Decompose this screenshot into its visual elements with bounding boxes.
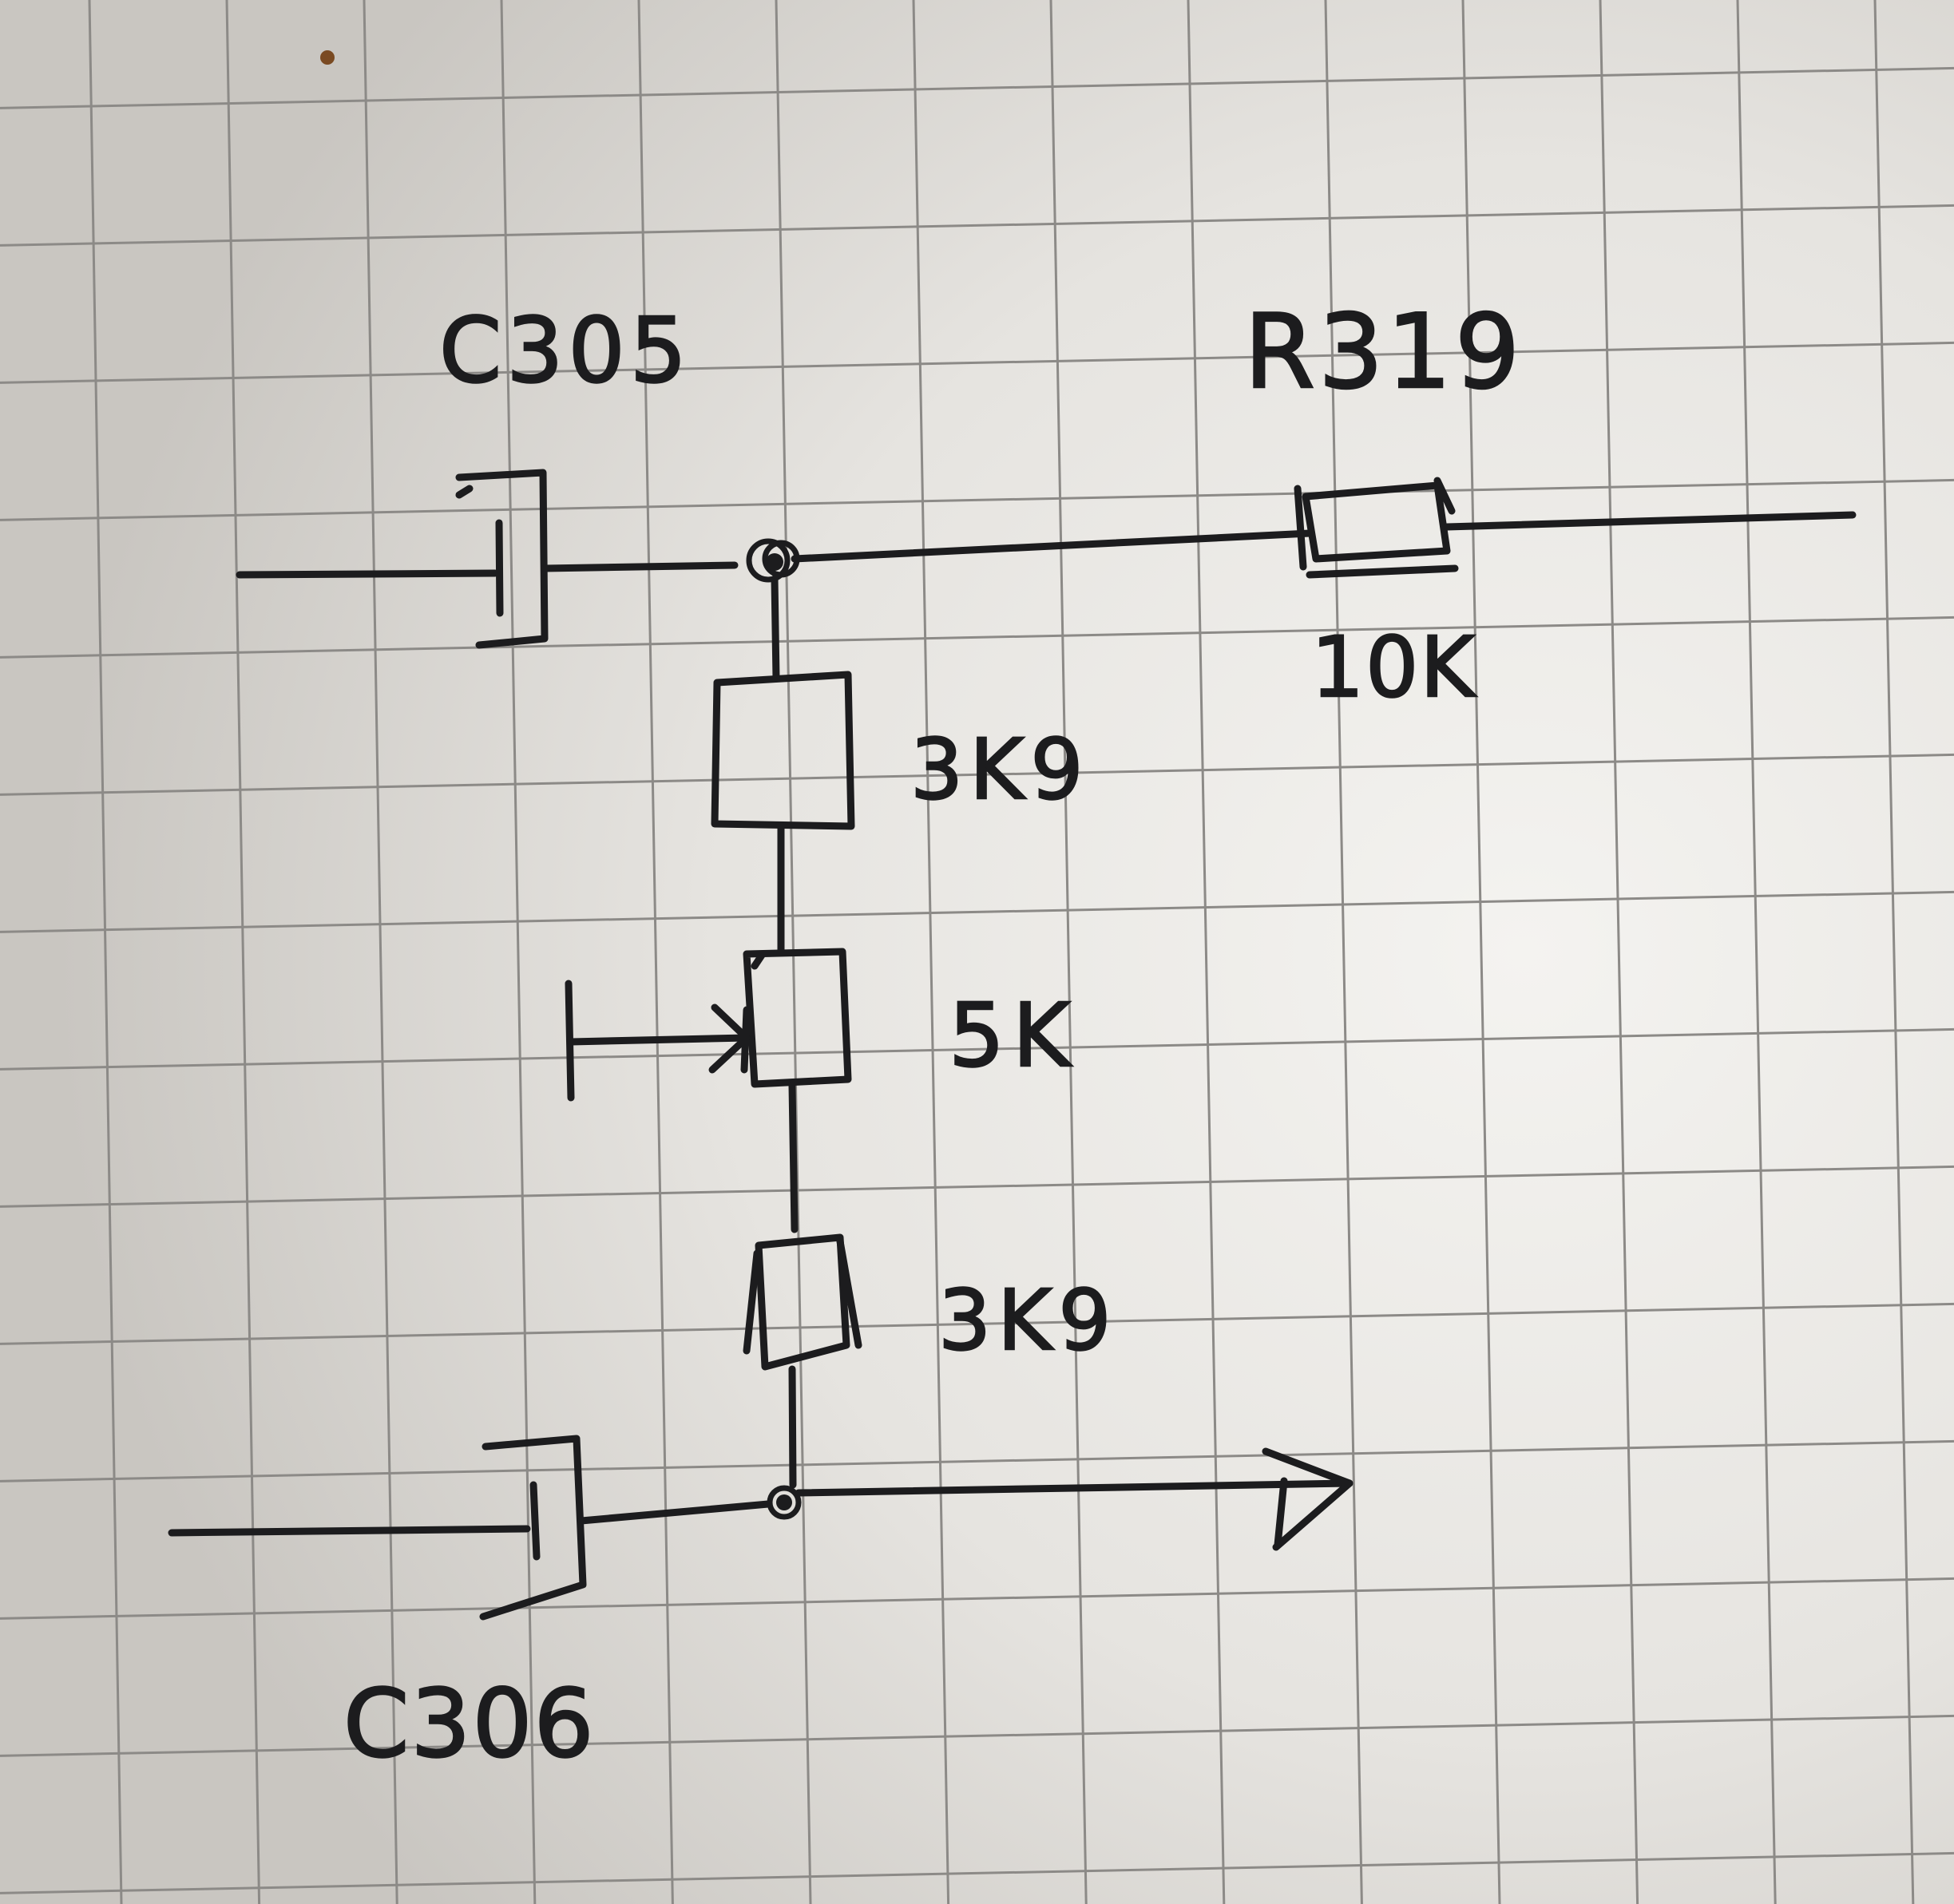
grid-line-horizontal <box>0 478 1954 521</box>
grid-line-vertical <box>1736 0 1777 1904</box>
grid-line-vertical <box>1324 0 1363 1904</box>
label-c305: C305 <box>439 299 692 403</box>
grid-line-horizontal <box>0 890 1954 933</box>
grid-line-horizontal <box>0 1714 1954 1757</box>
wire-bottom-to-node <box>788 1365 797 1489</box>
potentiometer-5k <box>565 948 852 1102</box>
label-3k9-top: 3K9 <box>910 721 1090 818</box>
paper-stain <box>320 50 335 65</box>
grid-line-horizontal <box>0 341 1954 384</box>
label-c306: C306 <box>343 1668 596 1779</box>
grid-line-horizontal <box>0 66 1954 109</box>
grid-line-vertical <box>1599 0 1639 1904</box>
grid-line-horizontal <box>0 616 1954 659</box>
capacitor-c306 <box>168 1435 772 1621</box>
grid-line-horizontal <box>0 1577 1954 1620</box>
label-3k9-bottom: 3K9 <box>938 1272 1118 1369</box>
capacitor-c305 <box>236 469 739 649</box>
label-r319-value: 10K <box>1311 619 1476 716</box>
grid-line-vertical <box>1049 0 1088 1904</box>
grid-line-horizontal <box>0 1851 1954 1894</box>
grid-line-horizontal <box>0 1165 1954 1208</box>
resistor-3k9-bottom <box>743 1233 862 1371</box>
resistor-3k9-top <box>711 671 855 830</box>
grid-line-vertical <box>1873 0 1915 1904</box>
grid-line-vertical <box>225 0 261 1904</box>
top-rail <box>791 529 1314 563</box>
grid-line-vertical <box>500 0 537 1904</box>
resistor-r319 <box>1294 477 1857 579</box>
label-r319: R319 <box>1244 293 1523 412</box>
grid-line-horizontal <box>0 1027 1954 1071</box>
grid-line-vertical <box>1461 0 1501 1904</box>
wire-branch-top <box>771 575 780 683</box>
grid-line-vertical <box>637 0 674 1904</box>
grid-line-horizontal <box>0 1302 1954 1345</box>
grid-line-horizontal <box>0 753 1954 796</box>
grid-line-vertical <box>363 0 398 1904</box>
grid-line-vertical <box>1187 0 1226 1904</box>
wire-pot-to-bottom <box>788 1082 799 1233</box>
output-arrow <box>795 1447 1354 1551</box>
grid-line-vertical <box>88 0 123 1904</box>
grid-line-horizontal <box>0 204 1954 247</box>
grid-line-vertical <box>912 0 950 1904</box>
grid-line-horizontal <box>0 1439 1954 1482</box>
label-5k: 5K <box>949 984 1078 1087</box>
